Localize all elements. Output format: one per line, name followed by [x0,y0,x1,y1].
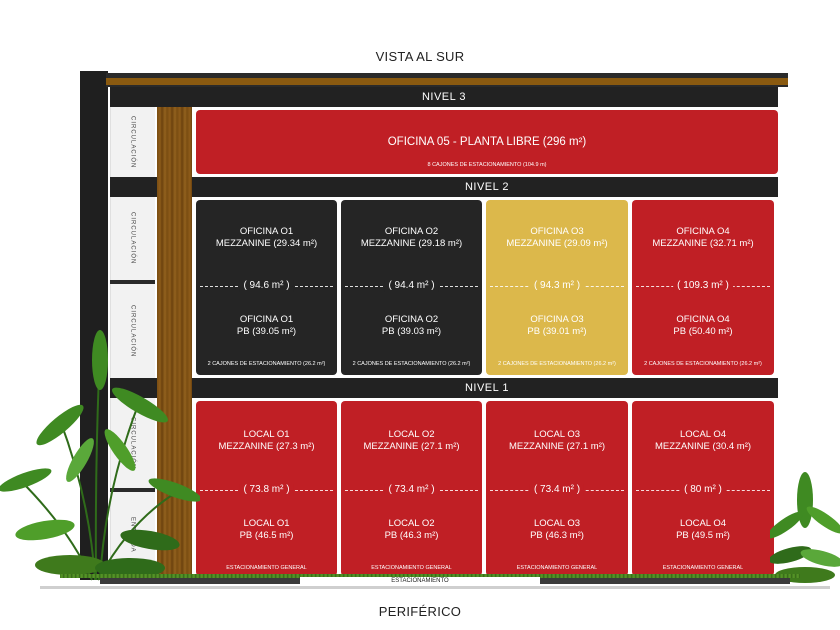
circulation-label: CIRCULACIÓN [129,212,136,265]
circulation-zone-2a [110,197,155,280]
office-04-mezz-name: OFICINA O4 [676,226,730,237]
local-01-card[interactable]: LOCAL O1 MEZZANINE (27.3 m²) ( 73.8 m² )… [196,401,337,576]
office-03-pb-name: OFICINA O3 [530,314,584,325]
local-03-pb-area: PB (46.3 m²) [530,530,584,541]
level-bar-1: NIVEL 1 [196,378,778,398]
office-04-card[interactable]: OFICINA O4 MEZZANINE (32.71 m²) ( 109.3 … [632,200,774,375]
office-02-mezz-area: MEZZANINE (29.18 m²) [360,238,463,249]
local-02-parking: ESTACIONAMIENTO GENERAL [371,565,452,571]
office-01-total-area: ( 94.6 m² ) [239,280,294,292]
local-04-card[interactable]: LOCAL O4 MEZZANINE (30.4 m²) ( 80 m² ) L… [632,401,774,576]
circulation-label: CIRCULACIÓN [129,115,136,169]
local-03-mezz-name: LOCAL O3 [533,429,581,440]
local-03-pb-name: LOCAL O3 [533,518,581,529]
view-title: VISTA AL SUR [375,49,465,64]
office-04-total-area: ( 109.3 m² ) [673,280,733,292]
roof-trim [106,73,788,78]
office-02-parking: 2 CAJONES DE ESTACIONAMIENTO (26.2 m²) [352,361,471,367]
level-bar-2: NIVEL 2 [196,177,778,197]
office-02-pb-area: PB (39.03 m²) [381,326,442,337]
local-02-card[interactable]: LOCAL O2 MEZZANINE (27.1 m²) ( 73.4 m² )… [341,401,482,576]
local-02-mezz-area: MEZZANINE (27.1 m²) [363,441,460,452]
office-03-pb-area: PB (39.01 m²) [527,326,587,337]
office-03-mezz-area: MEZZANINE (29.09 m²) [506,238,608,249]
local-04-pb-name: LOCAL O4 [679,518,727,529]
office-05-parking: 8 CAJONES DE ESTACIONAMIENTO (104.9 m) [427,162,547,168]
office-04-mezz-area: MEZZANINE (32.71 m²) [652,238,754,249]
roof-beam [106,78,788,85]
local-01-mezz-name: LOCAL O1 [243,429,290,440]
office-03-card[interactable]: OFICINA O3 MEZZANINE (29.09 m²) ( 94.3 m… [486,200,628,375]
office-01-mezz-area: MEZZANINE (29.34 m²) [215,238,318,249]
local-01-total-area: ( 73.8 m² ) [239,484,294,496]
local-04-mezz-name: LOCAL O4 [679,429,727,440]
circulation-zone-3 [110,107,155,177]
local-04-pb-area: PB (49.5 m²) [676,530,730,541]
roof-trim-lower [106,85,788,87]
office-03-parking: 2 CAJONES DE ESTACIONAMIENTO (26.2 m²) [498,361,616,367]
local-03-card[interactable]: LOCAL O3 MEZZANINE (27.1 m²) ( 73.4 m² )… [486,401,628,576]
sidewalk [40,586,830,589]
office-01-mezz-name: OFICINA O1 [239,226,294,237]
office-02-mezz-name: OFICINA O2 [384,226,439,237]
local-01-parking: ESTACIONAMIENTO GENERAL [226,565,307,571]
office-01-pb-area: PB (39.05 m²) [236,326,297,337]
office-01-parking: 2 CAJONES DE ESTACIONAMIENTO (26.2 m²) [207,361,326,367]
office-02-total-area: ( 94.4 m² ) [384,280,439,292]
local-04-mezz-area: MEZZANINE (30.4 m²) [654,441,752,452]
local-03-mezz-area: MEZZANINE (27.1 m²) [508,441,606,452]
office-05-title: OFICINA 05 - PLANTA LIBRE (296 m²) [387,136,587,148]
office-04-pb-name: OFICINA O4 [676,314,730,325]
local-02-mezz-name: LOCAL O2 [388,429,435,440]
office-03-total-area: ( 94.3 m² ) [529,280,585,292]
parking-ground-label: ESTACIONAMIENTO [300,577,540,585]
office-02-card[interactable]: OFICINA O2 MEZZANINE (29.18 m²) ( 94.4 m… [341,200,482,375]
circulation-label: CIRCULACIÓN [129,304,136,358]
office-04-pb-area: PB (50.40 m²) [673,326,733,337]
office-03-mezz-name: OFICINA O3 [530,226,584,237]
local-02-pb-name: LOCAL O2 [388,518,435,529]
local-04-total-area: ( 80 m² ) [680,484,726,496]
circulation-label: CIRCULACIÓN [129,416,136,470]
office-04-parking: 2 CAJONES DE ESTACIONAMIENTO (26.2 m²) [644,361,762,367]
street-title: PERIFÉRICO [378,604,462,619]
circulation-zone-2b [110,284,155,378]
office-01-pb-name: OFICINA O1 [239,314,294,325]
level-bar-3: NIVEL 3 [110,87,778,107]
local-01-mezz-area: MEZZANINE (27.3 m²) [218,441,315,452]
palm-plant-right [770,472,840,583]
circulation-divider [110,280,155,284]
local-04-parking: ESTACIONAMIENTO GENERAL [662,565,744,571]
local-03-total-area: ( 73.4 m² ) [529,484,585,496]
office-05-card[interactable]: OFICINA 05 - PLANTA LIBRE (296 m²) 8 CAJ… [196,110,778,174]
local-03-parking: ESTACIONAMIENTO GENERAL [516,565,598,571]
grass-strip [60,574,800,578]
circulation-divider [110,488,155,492]
local-02-pb-area: PB (46.3 m²) [384,530,439,541]
office-02-pb-name: OFICINA O2 [384,314,439,325]
palm-plant-left [0,330,200,581]
building-left-wall [80,71,108,580]
office-01-card[interactable]: OFICINA O1 MEZZANINE (29.34 m²) ( 94.6 m… [196,200,337,375]
local-02-total-area: ( 73.4 m² ) [384,484,439,496]
local-01-pb-name: LOCAL O1 [243,518,290,529]
local-01-pb-area: PB (46.5 m²) [239,530,294,541]
